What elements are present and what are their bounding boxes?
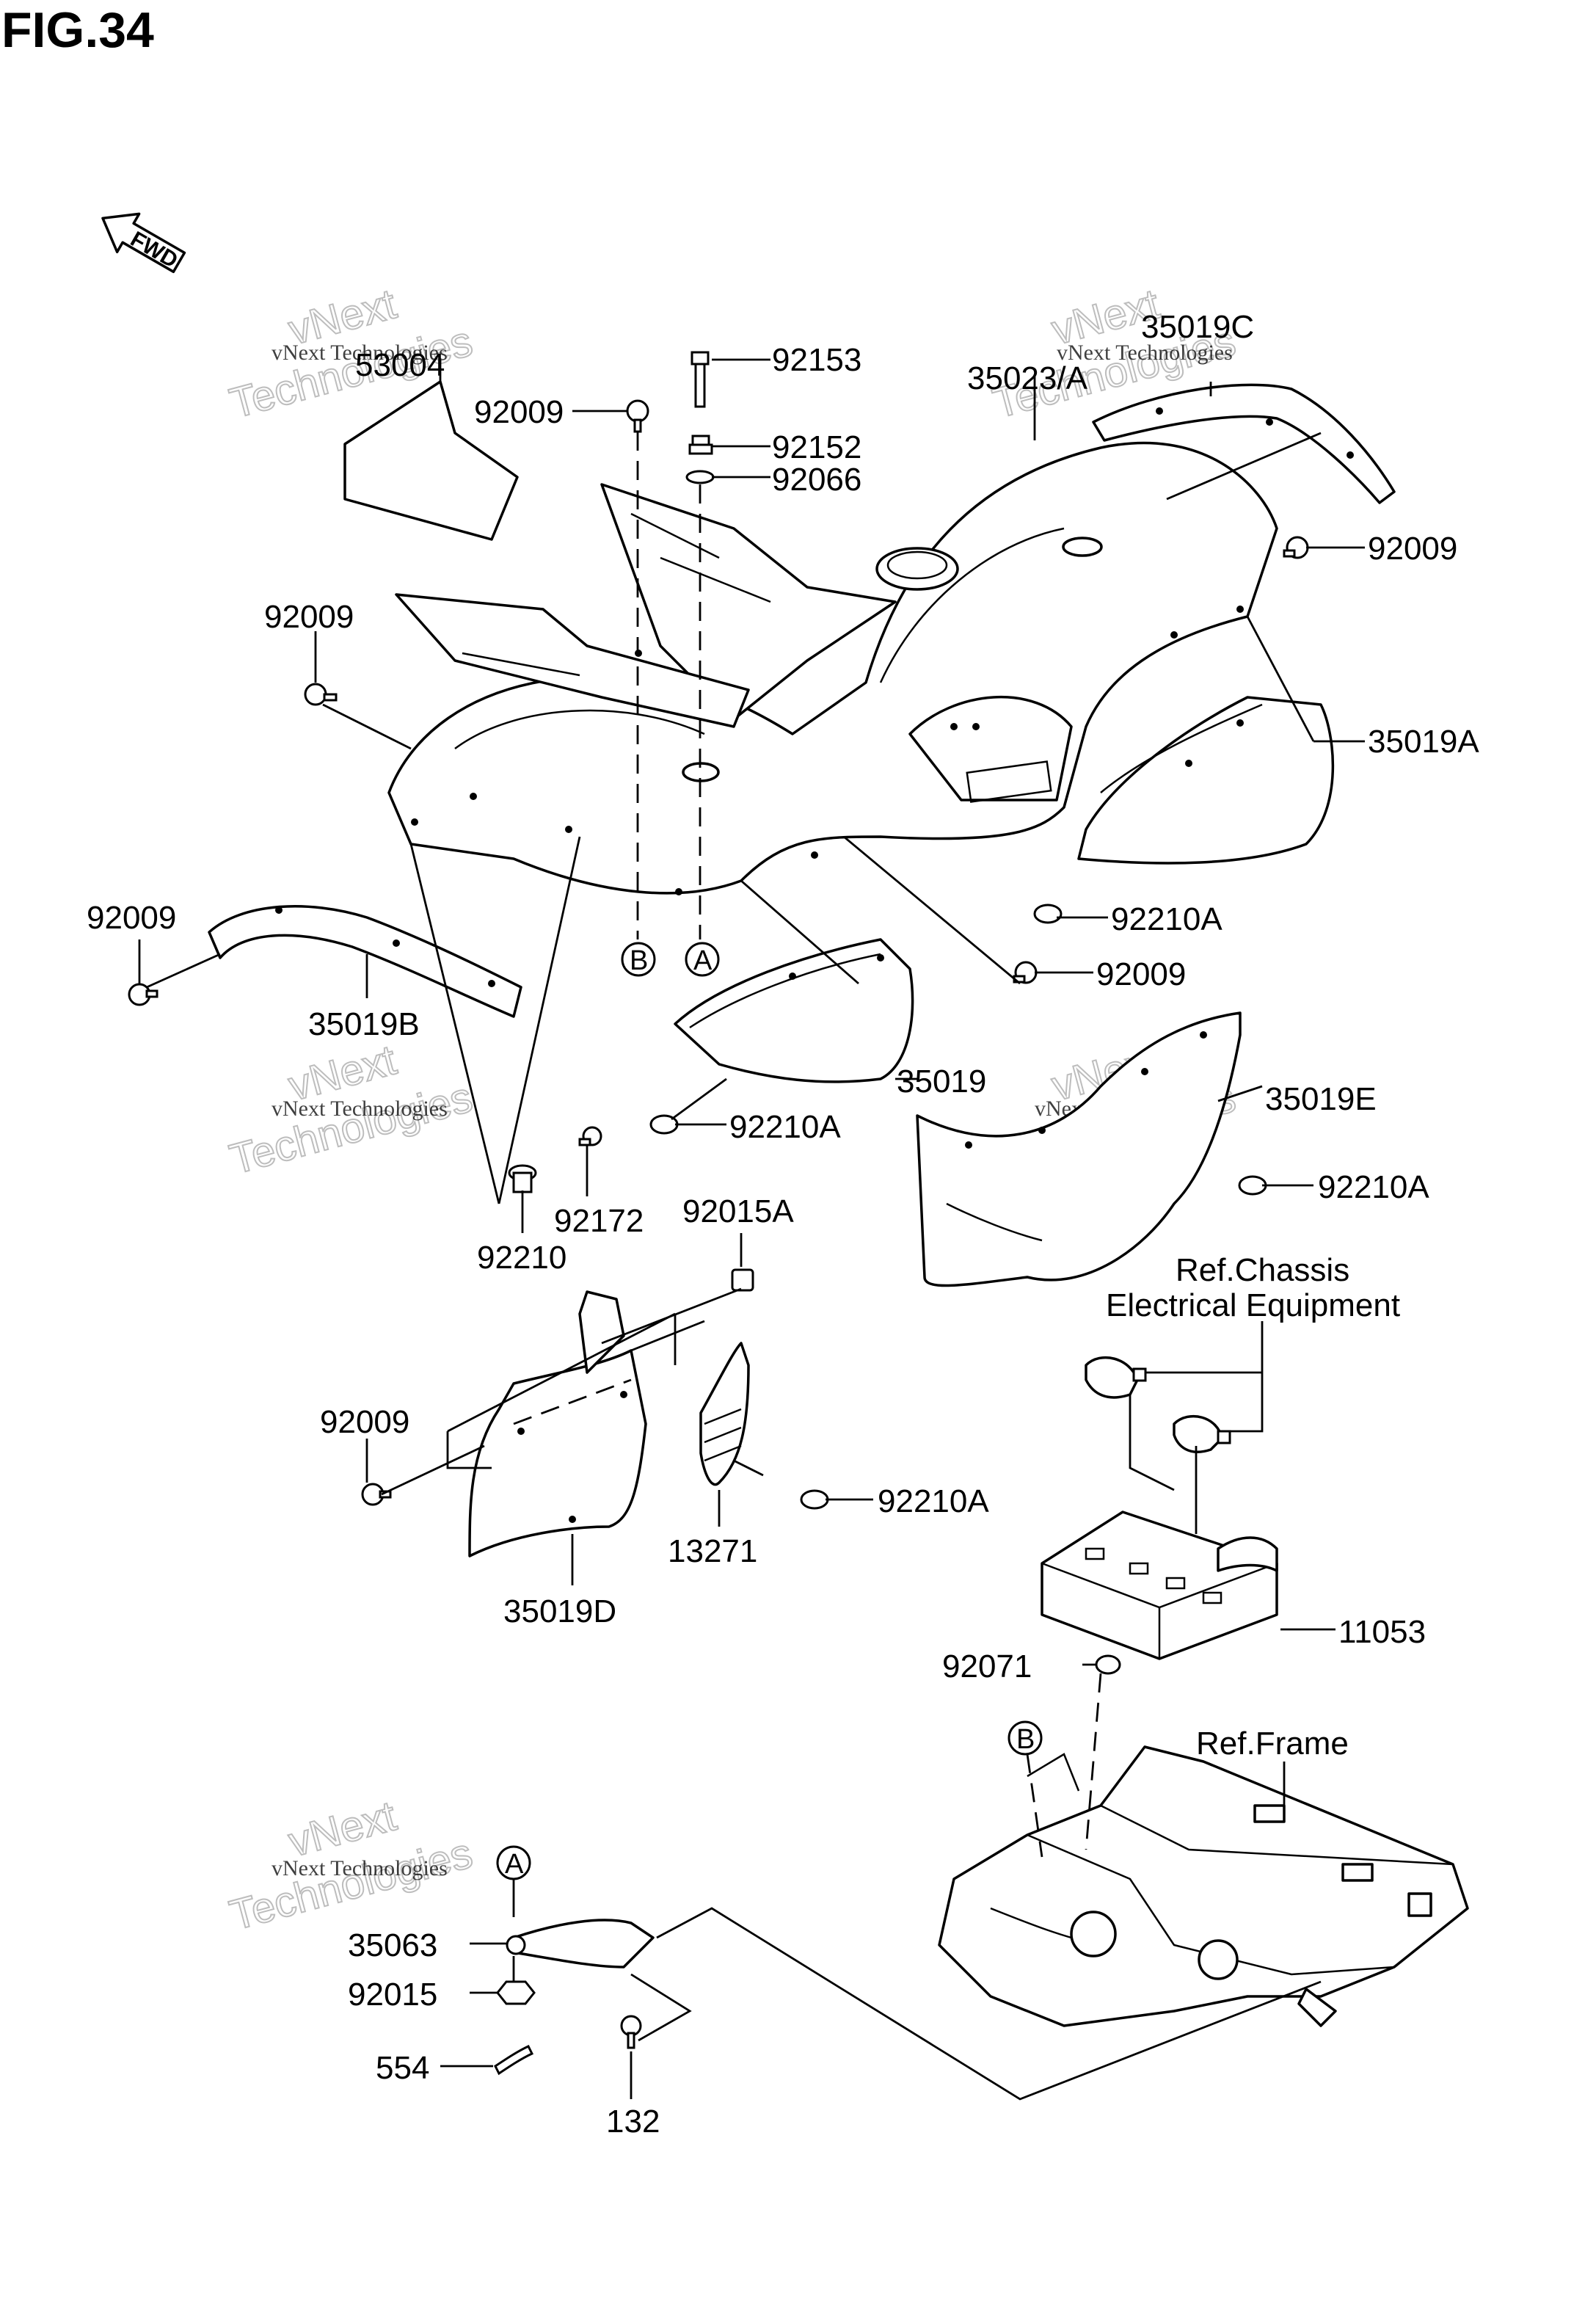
leader-lines: [138, 358, 1365, 2101]
label-92210A-1: 92210A: [1111, 901, 1222, 937]
fwd-arrow-icon: FWD: [101, 212, 186, 274]
label-92066: 92066: [772, 462, 861, 498]
label-35019A: 35019A: [1368, 724, 1479, 760]
part-92015A-nut: [731, 1268, 754, 1292]
part-92009-screw-top: [626, 399, 649, 433]
part-92152-collar: [688, 435, 713, 455]
part-35019B-flap: [208, 905, 522, 1018]
callout-b-frame: B: [1007, 1720, 1043, 1756]
part-92066-washer: [685, 470, 715, 484]
svg-text:vNext Technologies: vNext Technologies: [1057, 341, 1233, 365]
label-92210: 92210: [477, 1240, 566, 1276]
svg-text:B: B: [630, 945, 648, 976]
part-13271-bracket: [699, 1342, 750, 1486]
ref-electrical-equipment: Electrical Equipment: [1106, 1287, 1400, 1323]
label-92071: 92071: [942, 1648, 1032, 1684]
label-92015: 92015: [348, 1977, 437, 2013]
part-35023A-rear-fender: [387, 441, 1278, 895]
callout-a-upper: A: [685, 942, 720, 977]
ref-chassis: Ref.Chassis: [1176, 1252, 1349, 1288]
part-35019A-mudguard: [1077, 696, 1335, 865]
figure-title: FIG.34: [1, 2, 154, 58]
part-92210A-clip-3: [1238, 1175, 1267, 1196]
part-labels: 53004 92153 92009 35023/A 35019C 92152 9…: [87, 309, 1479, 2140]
part-92009-screw-left: [304, 683, 338, 706]
assembly-dashed-lines: [513, 432, 1102, 1858]
callout-b-upper: B: [621, 942, 656, 977]
part-92210A-clip-4: [800, 1489, 829, 1510]
label-35023A: 35023/A: [967, 360, 1088, 396]
label-92015A: 92015A: [682, 1193, 794, 1229]
reference-labels: Ref.Chassis Electrical Equipment Ref.Fra…: [1106, 1252, 1400, 1762]
svg-text:vNext Technologies: vNext Technologies: [272, 1856, 448, 1880]
part-35019-mudguard: [674, 938, 914, 1083]
label-92210A-4: 92210A: [878, 1483, 989, 1519]
label-92210A-3: 92210A: [1318, 1169, 1429, 1205]
label-92152: 92152: [772, 429, 861, 465]
label-92009-mid: 92009: [1096, 956, 1186, 992]
label-35063: 35063: [348, 1927, 437, 1963]
label-35019C: 35019C: [1141, 309, 1254, 345]
label-35019: 35019: [897, 1064, 986, 1099]
part-92153-bolt: [690, 351, 710, 408]
label-35019E: 35019E: [1265, 1081, 1377, 1117]
part-92172-screw: [578, 1126, 602, 1146]
label-92009-lower: 92009: [320, 1404, 409, 1440]
label-92009-far-left: 92009: [87, 900, 176, 936]
part-35063-bracket: [506, 1919, 655, 1969]
watermark-3: vNext Technologies vNext Technologies: [225, 1035, 478, 1184]
svg-text:B: B: [1016, 1724, 1035, 1755]
part-92009-screw-right: [1283, 536, 1309, 559]
part-554-cotter-pin: [494, 2045, 534, 2076]
label-11053: 11053: [1338, 1614, 1426, 1650]
label-92009-top: 92009: [474, 394, 564, 430]
part-35019E-inner-fender: [916, 1011, 1242, 1287]
part-92210A-clip-1: [1033, 904, 1063, 924]
svg-text:vNext Technologies: vNext Technologies: [272, 1097, 448, 1121]
ref-frame: Ref.Frame: [1196, 1726, 1349, 1762]
svg-text:A: A: [693, 945, 713, 976]
part-frame: [938, 1745, 1469, 2027]
svg-text:vNext Technologies: vNext Technologies: [272, 341, 448, 365]
part-92071-grommet: [1095, 1654, 1121, 1675]
label-53004: 53004: [355, 347, 445, 383]
label-92009-left: 92009: [264, 599, 354, 635]
watermark-5: vNext Technologies vNext Technologies: [225, 1791, 478, 1940]
part-electrical-connectors: [1085, 1356, 1231, 1453]
part-35019C-flap: [1092, 383, 1396, 504]
label-92153: 92153: [772, 342, 861, 378]
part-92009-screw-mid: [1013, 961, 1038, 984]
part-92009-screw-lower: [361, 1483, 392, 1506]
part-92015-nut: [496, 1980, 536, 2005]
svg-text:A: A: [505, 1849, 524, 1880]
label-92172: 92172: [554, 1203, 644, 1239]
callout-a-lower: A: [496, 1845, 531, 1880]
part-53004-decal: [343, 360, 519, 541]
label-554: 554: [376, 2050, 429, 2086]
label-132: 132: [606, 2104, 660, 2140]
part-92009-screw-far-left: [128, 983, 158, 1006]
part-11053-battery-tray: [1041, 1511, 1278, 1660]
label-13271: 13271: [668, 1533, 757, 1569]
label-92009-right: 92009: [1368, 531, 1457, 567]
part-132-bolt: [620, 2015, 642, 2049]
label-35019B: 35019B: [308, 1006, 420, 1042]
part-35019D-inner-fender: [468, 1290, 647, 1557]
label-92210A-2: 92210A: [729, 1109, 841, 1145]
label-35019D: 35019D: [503, 1593, 616, 1629]
part-92210-collar: [508, 1164, 537, 1193]
